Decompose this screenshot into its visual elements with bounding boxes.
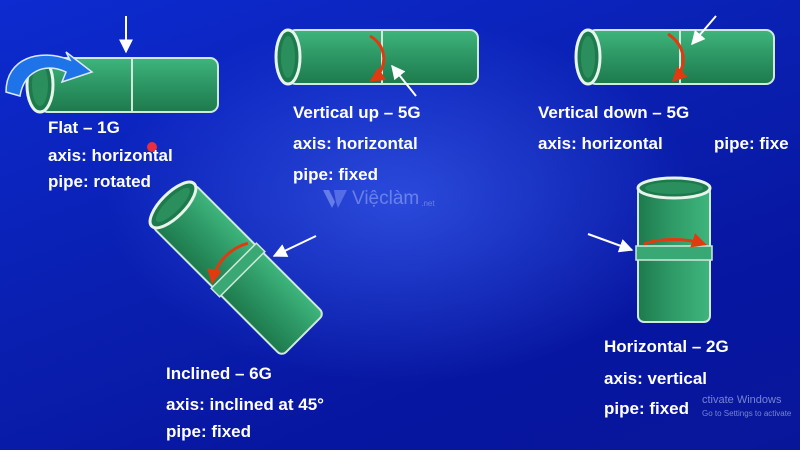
position-pipe: pipe: rotated	[48, 172, 151, 191]
pipe-horizontal-2g	[635, 176, 713, 323]
laser-pointer-dot	[147, 142, 157, 152]
pointer-arrow-icon	[587, 233, 634, 253]
vieclam-watermark: Việclàm .net	[322, 188, 435, 210]
activate-line: ctivate Windows	[702, 394, 782, 406]
rotate-arrow-icon	[5, 51, 94, 97]
position-axis: axis: horizontal	[293, 134, 418, 153]
pipe-inclined-6g	[148, 180, 323, 355]
pointer-arrow-icon	[272, 235, 317, 257]
watermark-brand: Việclàm	[352, 188, 420, 209]
position-axis: axis: horizontal	[538, 134, 663, 153]
position-pipe: pipe: fixe	[714, 134, 789, 153]
position-pipe: pipe: fixed	[604, 399, 690, 418]
position-axis: axis: inclined at 45°	[166, 395, 324, 414]
position-pipe: pipe: fixed	[166, 422, 252, 441]
position-title: Vertical down – 5G	[538, 103, 690, 122]
vieclam-logo-icon	[323, 190, 347, 208]
pipe-vertical-up-5g	[274, 28, 479, 86]
position-pipe: pipe: fixed	[293, 165, 379, 184]
position-title: Horizontal – 2G	[604, 337, 729, 356]
position-title: Flat – 1G	[48, 118, 120, 137]
position-title: Vertical up – 5G	[293, 103, 421, 122]
position-title: Inclined – 6G	[166, 364, 272, 383]
pipe-vertical-down-5g	[574, 28, 775, 86]
pointer-arrow-icon	[391, 64, 417, 97]
pointer-arrow-icon	[691, 15, 717, 46]
activate-windows-overlay: ctivate Windows Go to Settings to activa…	[702, 394, 791, 420]
activate-subline: Go to Settings to activate	[702, 409, 792, 418]
position-axis: axis: vertical	[604, 369, 708, 388]
position-axis: axis: horizontal	[48, 146, 173, 165]
watermark-suffix: .net	[421, 198, 435, 208]
